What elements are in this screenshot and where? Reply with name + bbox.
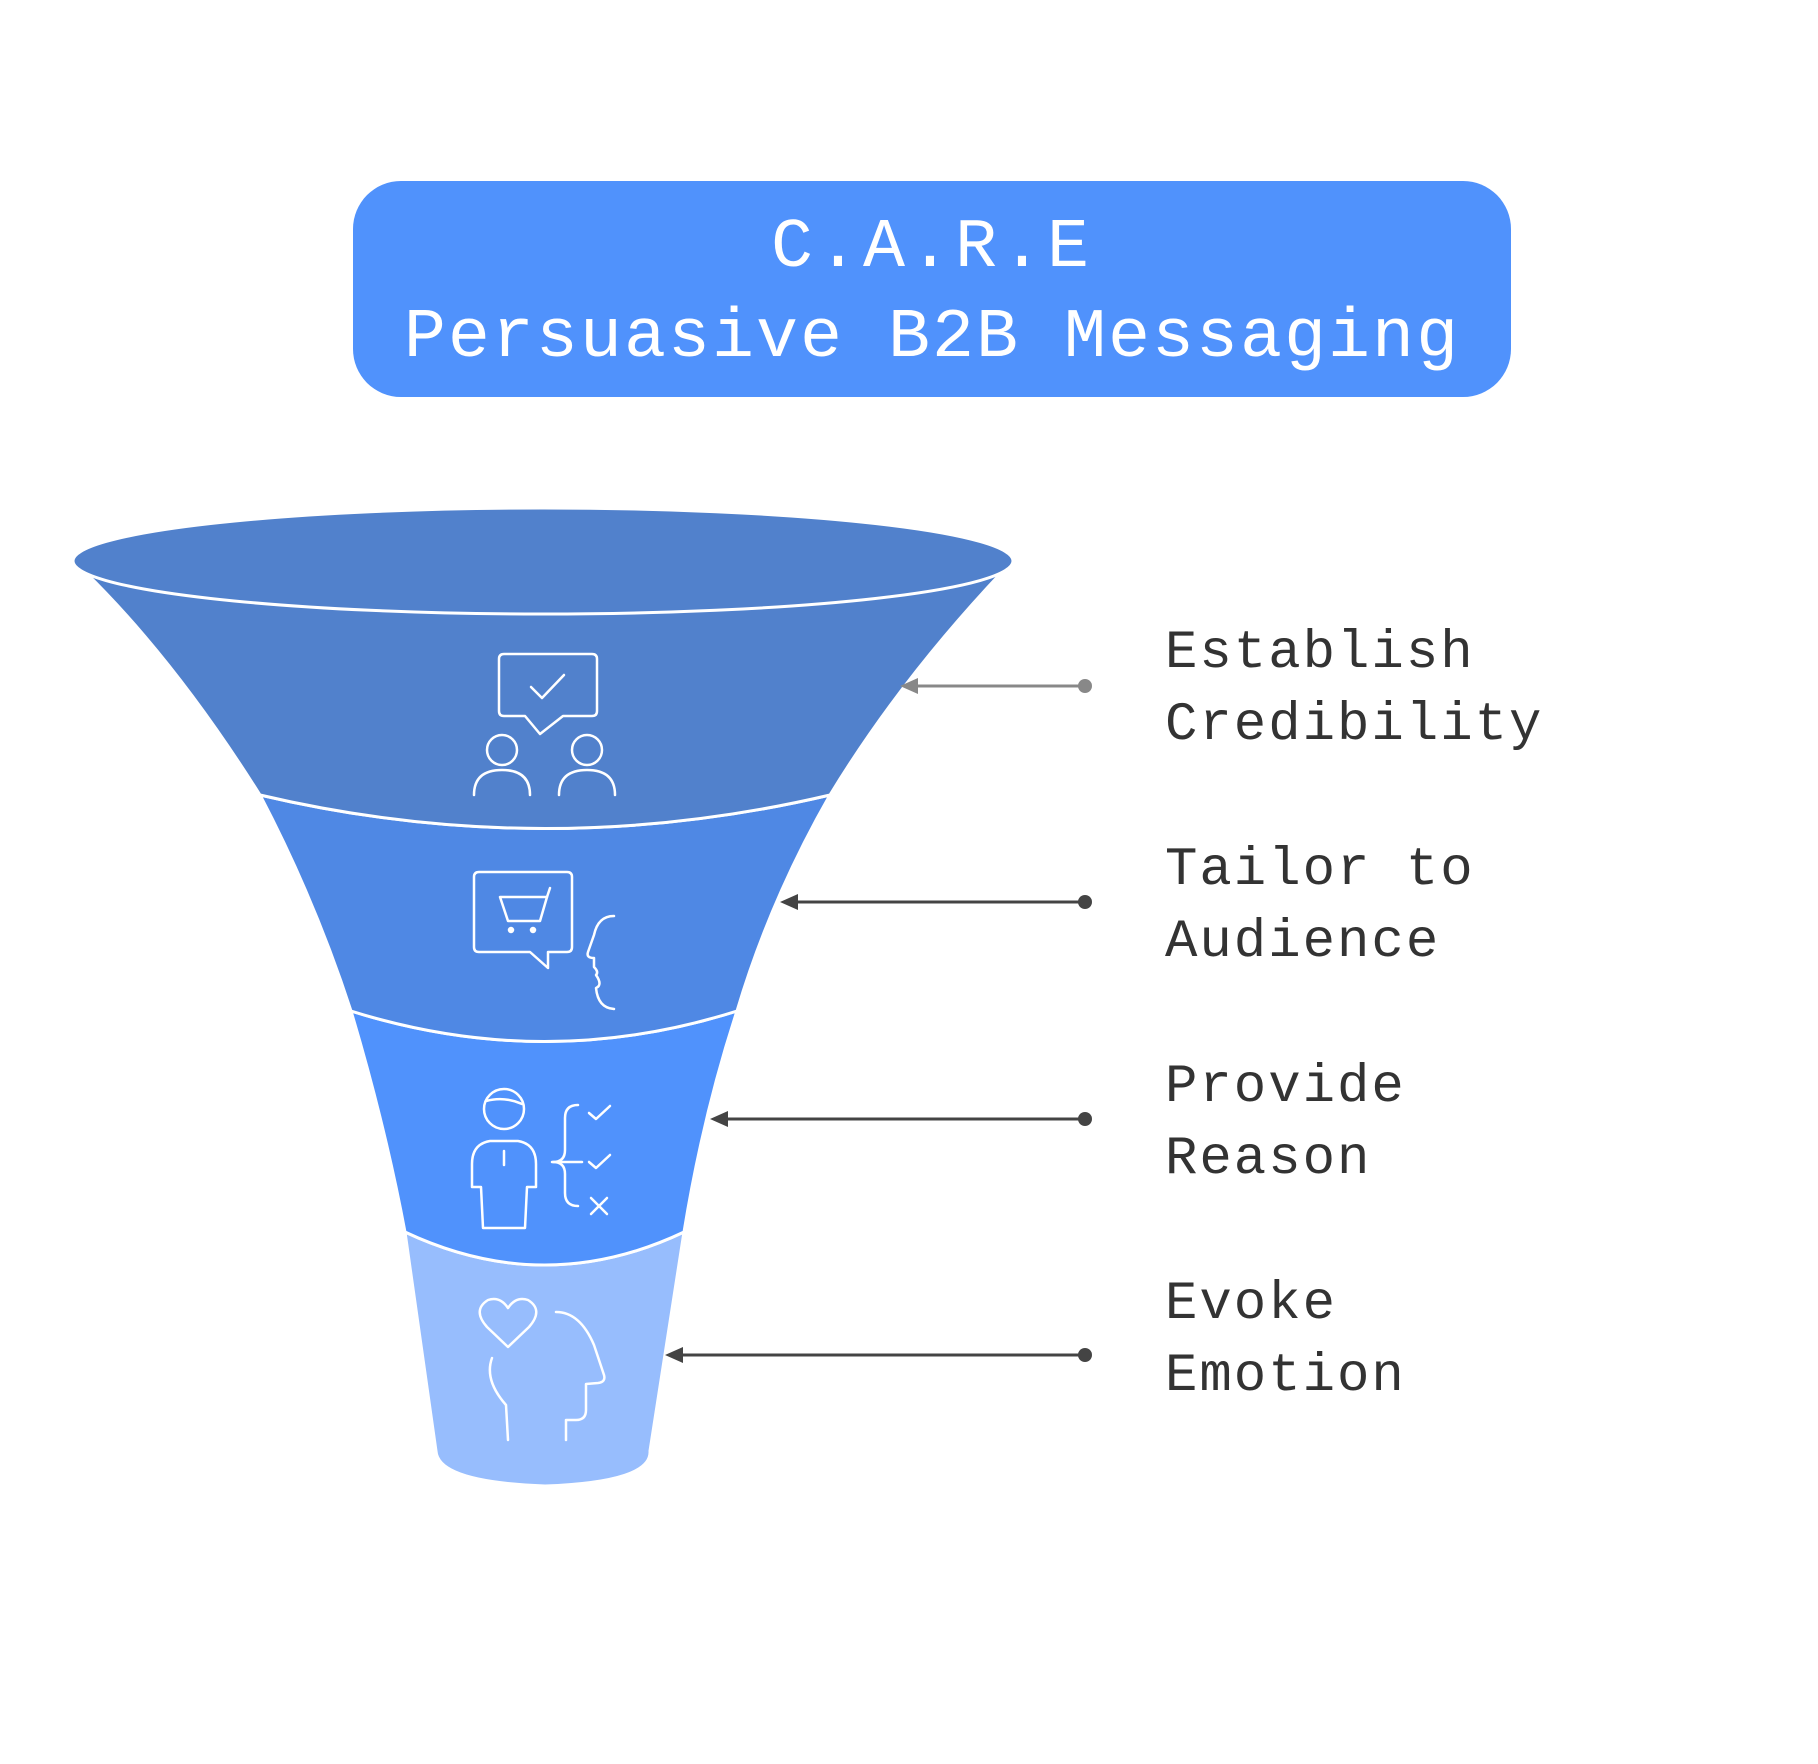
stage-label-provide-reason: Provide Reason <box>1165 1052 1406 1196</box>
stage-label-line: Emotion <box>1165 1346 1406 1407</box>
stage-label-line: Reason <box>1165 1129 1372 1190</box>
connector-evoke-emotion <box>665 1347 1092 1363</box>
connector-tailor-to-audience <box>780 894 1092 910</box>
funnel-rim <box>71 506 1015 616</box>
stage-label-line: Evoke <box>1165 1274 1338 1335</box>
funnel-stage-2 <box>257 792 834 1043</box>
stage-label-line: Audience <box>1165 912 1441 973</box>
stage-label-line: Credibility <box>1165 695 1544 756</box>
funnel-stage-4 <box>403 1229 686 1488</box>
customer-shopping-cart-speech-icon <box>472 870 616 1011</box>
people-conversation-check-icon <box>472 652 617 797</box>
title-subtitle: Persuasive B2B Messaging <box>403 299 1461 378</box>
connector-establish-credibility <box>900 678 1092 694</box>
stage-label-tailor-to-audience: Tailor to Audience <box>1165 835 1475 979</box>
connector-provide-reason <box>710 1111 1092 1127</box>
title-banner: C.A.R.E Persuasive B2B Messaging <box>353 181 1511 397</box>
stage-label-evoke-emotion: Evoke Emotion <box>1165 1269 1406 1413</box>
stage-label-line: Tailor to <box>1165 840 1475 901</box>
stage-label-line: Establish <box>1165 623 1475 684</box>
stage-label-establish-credibility: Establish Credibility <box>1165 618 1543 762</box>
head-heart-icon <box>478 1297 606 1442</box>
title-acronym: C.A.R.E <box>770 209 1094 288</box>
person-checklist-icon <box>470 1087 612 1230</box>
stage-label-line: Provide <box>1165 1057 1406 1118</box>
funnel-stage-3 <box>348 1008 740 1267</box>
